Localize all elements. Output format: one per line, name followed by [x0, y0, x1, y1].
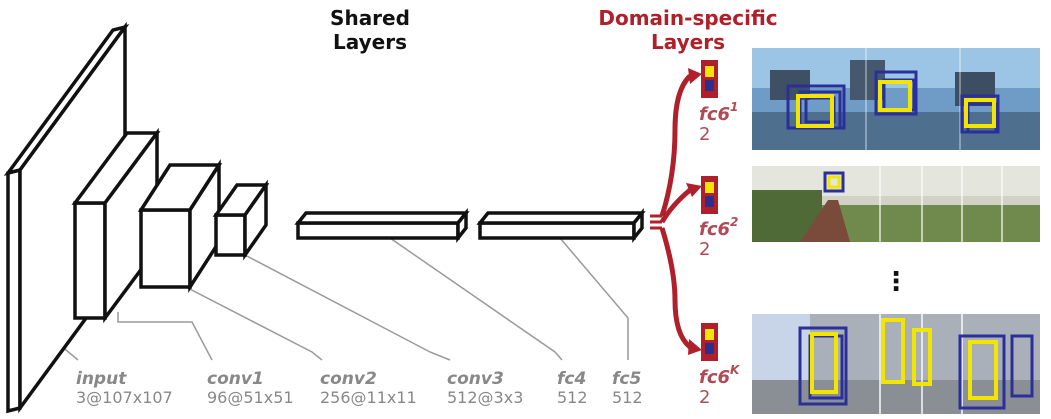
branch-name: fc6 [699, 104, 730, 125]
input-block [3, 21, 130, 414]
branch-dims: 2 [699, 124, 710, 145]
shared-header-line1: Shared [330, 6, 410, 30]
layer-name: fc4 [557, 369, 586, 389]
target-box [964, 98, 996, 128]
target-box [810, 332, 838, 394]
branch-labels: fc6 1 2 fc6 2 2 fc6 K 2 [699, 100, 741, 408]
leader-fc5 [559, 237, 629, 360]
arrow-to-branch-k [659, 227, 692, 349]
unit-positive [705, 182, 714, 193]
layer-dims: 512 [612, 388, 643, 407]
layer-name: fc5 [612, 369, 641, 389]
branch-superscript: 2 [730, 215, 738, 229]
domain-header-line2: Layers [651, 30, 725, 54]
layer-name: conv3 [447, 369, 504, 389]
leader-conv1 [117, 312, 213, 361]
layer-dims: 512@3x3 [447, 388, 523, 407]
branch-name: fc6 [699, 219, 730, 240]
layer-dims: 3@107x107 [76, 388, 173, 407]
layer-name: input [76, 369, 127, 389]
candidate-box [874, 70, 918, 116]
leader-lines [59, 237, 629, 361]
unit-outer [701, 323, 718, 361]
candidate-box [958, 334, 1006, 410]
domain-header-line1: Domain-specific [598, 6, 777, 30]
unit-positive [705, 66, 714, 77]
arrowhead-icon [688, 68, 702, 84]
branch-dims: 2 [699, 239, 710, 260]
shared-header-line2: Layers [333, 30, 407, 54]
unit-outer [701, 176, 718, 214]
target-box [827, 175, 841, 189]
target-box [796, 94, 834, 128]
branch-dims: 2 [699, 387, 710, 408]
ellipsis-icon: ⋮ [883, 267, 909, 297]
branch-superscript: K [730, 363, 741, 377]
leader-conv2 [181, 284, 323, 361]
target-box [968, 340, 998, 400]
conv1-block [71, 127, 161, 324]
branch-arrows [650, 68, 702, 355]
arrowhead-icon [686, 183, 702, 197]
layer-labels: input 3@107x107 conv1 96@51x51 conv2 256… [76, 369, 643, 407]
unit-negative [705, 80, 714, 91]
arrow-to-branch-1 [659, 74, 692, 217]
branch-superscript: 1 [730, 100, 738, 114]
domain-1-frames [752, 48, 1040, 150]
arrow-to-branch-2 [659, 188, 692, 224]
layer-name: conv1 [207, 369, 264, 389]
target-box [912, 328, 932, 386]
layer-dims: 512 [557, 388, 588, 407]
layer-name: conv2 [320, 369, 377, 389]
branch-name: fc6 [699, 367, 730, 388]
conv2-block [137, 159, 223, 293]
leader-conv3 [244, 254, 451, 361]
unit-negative [705, 196, 714, 207]
unit-positive [705, 329, 714, 340]
unit-negative [705, 343, 714, 354]
layer-dims: 256@11x11 [320, 388, 417, 407]
unit-outer [701, 60, 718, 98]
domain-k-frames [752, 314, 1040, 414]
fc6-unit-k [701, 323, 718, 361]
fc4-block [294, 208, 470, 243]
candidate-box [798, 326, 848, 406]
fc6-unit-2 [701, 176, 718, 214]
candidate-box [823, 171, 845, 193]
conv3-block [212, 179, 270, 261]
track-shape [800, 200, 850, 242]
domain-2-frames [752, 166, 1040, 242]
leader-fc4 [389, 237, 563, 361]
target-box [878, 80, 912, 112]
layer-dims: 96@51x51 [207, 388, 294, 407]
target-box [881, 318, 905, 384]
arrowhead-icon [688, 339, 702, 355]
candidate-box [1010, 334, 1034, 398]
grass-region [822, 205, 1040, 242]
fc5-block [476, 208, 646, 243]
fc6-unit-1 [701, 60, 718, 98]
